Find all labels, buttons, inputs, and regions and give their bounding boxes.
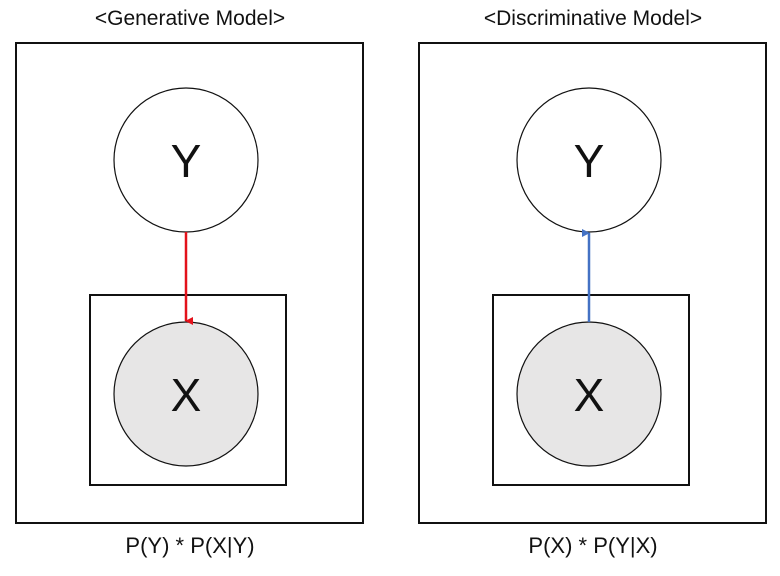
discriminative-model-title: <Discriminative Model> (483, 7, 703, 30)
discriminative-panel: Y X (418, 42, 767, 524)
generative-model-title: <Generative Model> (94, 7, 286, 30)
generative-node-x-label: X (171, 369, 202, 421)
generative-node-y-label: Y (171, 135, 202, 187)
discriminative-node-y-label: Y (574, 135, 605, 187)
generative-panel: Y X (15, 42, 364, 524)
discriminative-node-x-label: X (574, 369, 605, 421)
discriminative-formula: P(X) * P(Y|X) (528, 533, 658, 558)
generative-formula: P(Y) * P(X|Y) (125, 533, 255, 558)
